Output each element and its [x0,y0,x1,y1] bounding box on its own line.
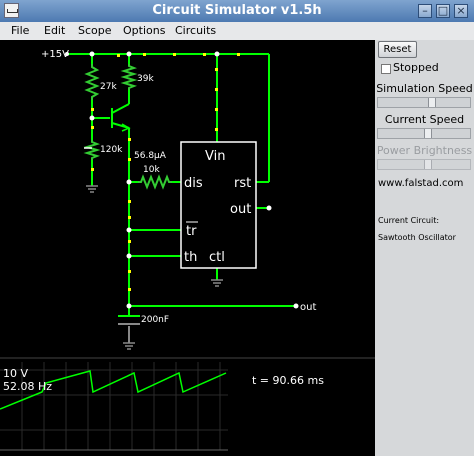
pot-label: 120k [100,145,123,155]
current-circuit-label: Current Circuit: [378,216,440,225]
resistors [84,64,172,190]
website-label: www.falstad.com [378,178,464,189]
menu-options[interactable]: Options [123,24,166,37]
pin-ctl: ctl [209,250,225,265]
pin-vin: Vin [205,149,225,164]
output-label: out [300,302,316,313]
supply-label: +15V [41,49,69,60]
r2-label: 39k [137,74,154,84]
current-dots [91,53,240,291]
transistor [111,103,131,132]
menu-scope[interactable]: Scope [78,24,112,37]
potentiometer[interactable] [83,140,101,160]
pin-tr: tr [186,224,197,239]
sim-time: t = 90.66 ms [252,374,324,387]
power-brightness-knob[interactable] [424,160,432,169]
menu-circuits[interactable]: Circuits [175,24,217,37]
timer-chip[interactable] [180,141,257,269]
minimize-icon: – [422,4,428,17]
minimize-button[interactable]: – [418,4,432,18]
pin-th: th [184,250,197,265]
junction-dots [65,51,299,309]
control-panel: Reset Stopped Simulation Speed Current S… [375,40,474,456]
scope-grid [0,362,228,450]
stopped-checkbox[interactable] [381,64,391,74]
scope-freq: 52.08 Hz [3,380,52,393]
menu-edit[interactable]: Edit [44,24,66,37]
menu-bar: File Edit Scope Options Circuits [0,22,474,41]
pin-dis: dis [184,176,203,191]
title-bar[interactable]: Circuit Simulator v1.5h – □ × [0,0,474,22]
close-button[interactable]: × [454,4,468,18]
capacitor [118,315,140,325]
circuit-canvas[interactable]: +15V 27k 39k 120k 56.8µA 10k 200nF out V… [0,40,375,456]
current-speed-label: Current Speed [384,113,465,126]
resistor-10k [138,174,172,190]
current-circuit-name: Sawtooth Oscillator [378,233,456,242]
current-speed-knob[interactable] [424,129,432,138]
power-brightness-slider[interactable] [377,159,471,170]
scope-trace [0,370,227,410]
menu-file[interactable]: File [11,24,30,37]
resistor-27k [84,64,100,100]
maximize-button[interactable]: □ [436,4,450,18]
sim-speed-slider[interactable] [377,97,471,108]
stopped-label: Stopped [393,61,439,74]
scope-view[interactable]: 10 V 52.08 Hz [0,362,228,451]
pin-rst: rst [234,176,251,191]
ground-symbols [86,185,223,350]
resistor-39k [120,64,138,90]
scope-volts: 10 V [3,367,28,380]
current-label: 56.8µA [134,151,167,161]
close-icon: × [456,4,466,17]
window-title: Circuit Simulator v1.5h [152,3,322,18]
reset-button[interactable]: Reset [378,41,417,58]
r3-label: 10k [143,165,160,175]
r1-label: 27k [100,82,117,92]
pin-out: out [230,202,251,217]
maximize-icon: □ [437,4,449,17]
sim-speed-label: Simulation Speed [376,82,473,95]
current-speed-slider[interactable] [377,128,471,139]
cap-label: 200nF [141,315,169,325]
app-icon [4,3,19,18]
power-brightness-label: Power Brightness [376,144,473,157]
sim-speed-knob[interactable] [428,98,436,107]
